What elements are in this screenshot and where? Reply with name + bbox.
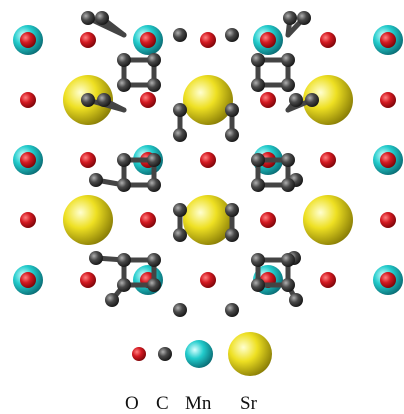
carbon-atom <box>117 53 131 67</box>
carbon-atom <box>281 153 295 167</box>
oxygen-atom <box>260 32 276 48</box>
oxygen-atom <box>260 92 276 108</box>
oxygen-atom <box>380 212 396 228</box>
carbon-atom <box>173 28 187 42</box>
carbon-atom <box>117 278 131 292</box>
oxygen-atom <box>200 152 216 168</box>
carbon-atoms <box>81 11 319 317</box>
carbon-atom <box>225 203 239 217</box>
carbon-atom <box>117 178 131 192</box>
oxygen-atom <box>140 32 156 48</box>
carbon-atom <box>281 253 295 267</box>
carbon-atom <box>251 78 265 92</box>
carbon-atom <box>251 278 265 292</box>
oxygen-atom <box>80 272 96 288</box>
carbon-atom <box>147 53 161 67</box>
oxygen-atom <box>200 272 216 288</box>
carbon-atom <box>147 178 161 192</box>
carbon-atom <box>281 78 295 92</box>
carbon-atom <box>147 153 161 167</box>
oxygen-atoms <box>20 32 396 288</box>
oxygen-atom <box>320 272 336 288</box>
legend-label-sr: Sr <box>240 393 258 414</box>
carbon-atom <box>251 153 265 167</box>
carbon-atom <box>105 293 119 307</box>
strontium-atom <box>303 195 353 245</box>
carbon-atom <box>305 93 319 107</box>
oxygen-atom <box>20 272 36 288</box>
carbon-atom <box>117 153 131 167</box>
carbon-atom <box>147 278 161 292</box>
legend-label-c: C <box>156 393 169 414</box>
legend-label-mn: Mn <box>185 393 212 414</box>
carbon-atom <box>297 11 311 25</box>
carbon-atom <box>95 11 109 25</box>
oxygen-atom <box>20 92 36 108</box>
strontium-atom <box>63 195 113 245</box>
legend-carbon-sphere <box>158 347 172 361</box>
carbon-atom <box>225 103 239 117</box>
legend: O C Mn Sr <box>125 332 272 414</box>
legend-label-o: O <box>125 393 139 414</box>
carbon-atom <box>251 253 265 267</box>
carbon-atom <box>173 128 187 142</box>
carbon-atom <box>89 173 103 187</box>
carbon-atom <box>251 53 265 67</box>
oxygen-atom <box>260 212 276 228</box>
legend-manganese-sphere <box>185 340 213 368</box>
carbon-atom <box>251 178 265 192</box>
legend-strontium-sphere <box>228 332 272 376</box>
oxygen-atom <box>380 272 396 288</box>
strontium-atom <box>303 75 353 125</box>
strontium-atom <box>183 195 233 245</box>
carbon-atom <box>173 228 187 242</box>
oxygen-atom <box>200 32 216 48</box>
carbon-atom <box>281 53 295 67</box>
carbon-atom <box>117 78 131 92</box>
carbon-atom <box>281 278 295 292</box>
carbon-atom <box>173 203 187 217</box>
oxygen-atom <box>80 32 96 48</box>
oxygen-atom <box>380 32 396 48</box>
oxygen-atom <box>20 32 36 48</box>
oxygen-atom <box>380 152 396 168</box>
carbon-atom <box>97 93 111 107</box>
carbon-atom <box>283 11 297 25</box>
strontium-atom <box>183 75 233 125</box>
carbon-atom <box>81 93 95 107</box>
oxygen-atom <box>20 212 36 228</box>
oxygen-atom <box>380 92 396 108</box>
carbon-atom <box>281 178 295 192</box>
carbon-atom <box>289 293 303 307</box>
carbon-atom <box>81 11 95 25</box>
oxygen-atom <box>140 92 156 108</box>
oxygen-atom <box>20 152 36 168</box>
legend-oxygen-sphere <box>132 347 146 361</box>
oxygen-atom <box>80 152 96 168</box>
oxygen-atom <box>320 152 336 168</box>
oxygen-atom <box>140 212 156 228</box>
carbon-atom <box>225 28 239 42</box>
carbon-atom <box>147 253 161 267</box>
carbon-atom <box>173 303 187 317</box>
carbon-atom <box>147 78 161 92</box>
carbon-atom <box>225 128 239 142</box>
carbon-atom <box>225 228 239 242</box>
carbon-atom <box>289 93 303 107</box>
carbon-atom <box>173 103 187 117</box>
carbon-atom <box>89 251 103 265</box>
oxygen-atom <box>320 32 336 48</box>
carbon-atom <box>117 253 131 267</box>
carbon-atom <box>225 303 239 317</box>
